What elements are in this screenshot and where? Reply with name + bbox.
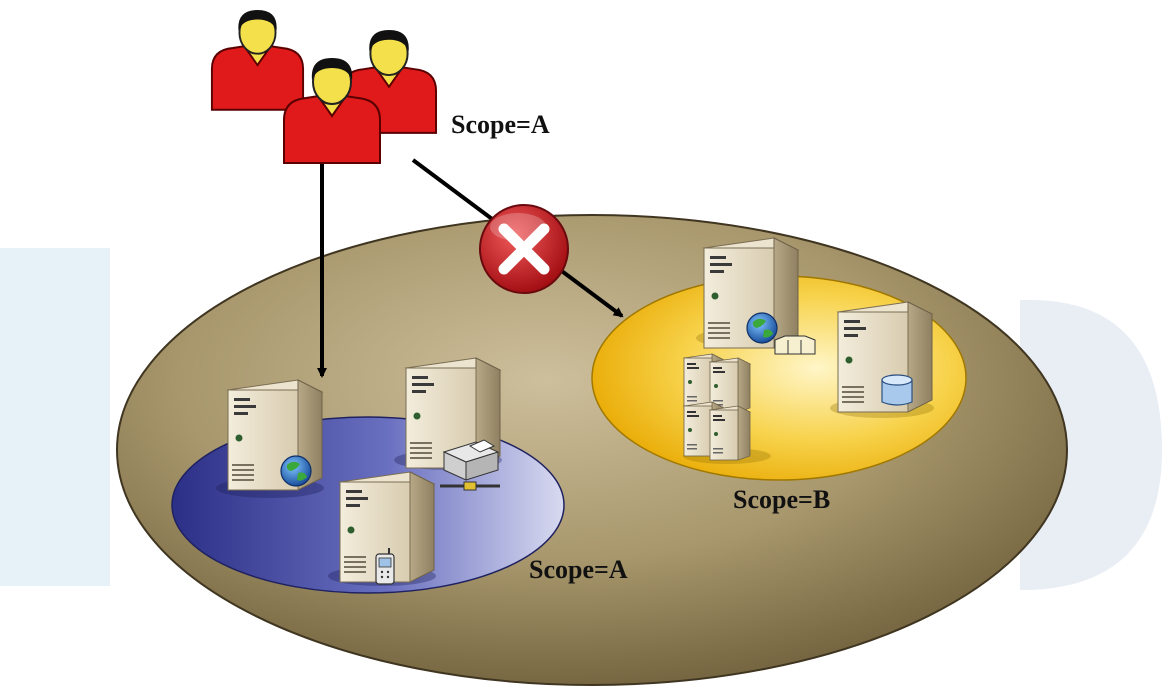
user-group-icon	[210, 9, 438, 164]
users-scope-label: Scope=A	[451, 110, 550, 139]
globe-icon	[746, 312, 778, 344]
denied-x-icon	[479, 204, 569, 294]
server-rack-icon	[683, 353, 771, 464]
globe-icon	[280, 455, 312, 487]
database-icon	[881, 374, 913, 406]
watermark	[0, 248, 1162, 590]
folder-icon	[774, 335, 816, 355]
printer-icon	[440, 439, 500, 491]
scope-a-label: Scope=A	[529, 555, 628, 584]
mobile-phone-icon	[375, 548, 395, 585]
scope-b-label: Scope=B	[733, 485, 830, 514]
